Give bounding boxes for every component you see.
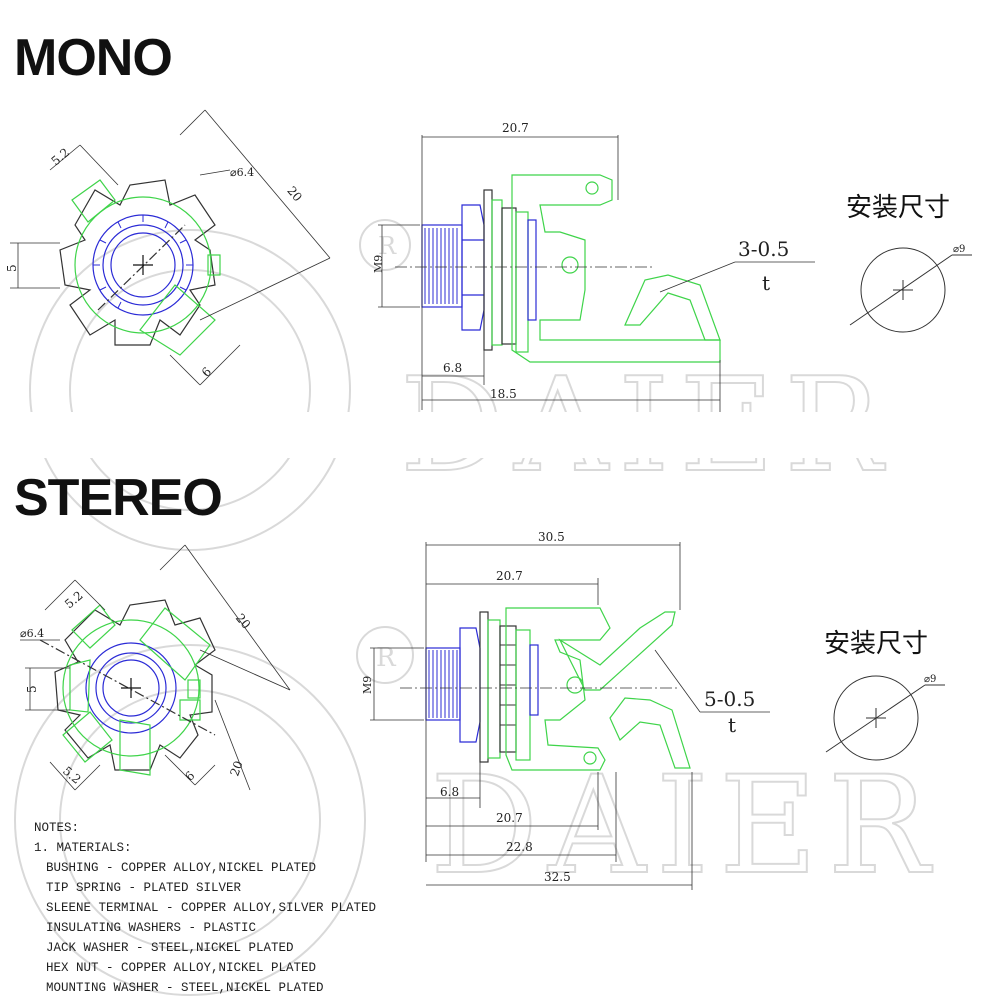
stereo-dim-22-8: 22.8 — [506, 840, 533, 854]
mono-dim-5-2: 5.2 — [49, 145, 73, 168]
stereo-dim-dia-9: ⌀9 — [924, 674, 936, 685]
mono-dim-5: 5 — [5, 264, 19, 272]
stereo-dim-20-7-bottom: 20.7 — [496, 811, 523, 825]
notes-item: BUSHING - COPPER ALLOY,NICKEL PLATED — [46, 861, 317, 875]
stereo-dim-32-5: 32.5 — [544, 870, 571, 884]
notes-title: NOTES: — [34, 821, 80, 835]
mono-dim-dia-6-4: ⌀6.4 — [230, 166, 254, 179]
notes-item: JACK WASHER - STEEL,NICKEL PLATED — [46, 941, 294, 955]
notes-item: MOUNTING WASHER - STEEL,NICKEL PLATED — [46, 981, 324, 995]
notes-item: INSULATING WASHERS - PLASTIC — [46, 921, 257, 935]
stereo-dim-6: 6 — [182, 768, 197, 783]
stereo-dim-20-lower: 20 — [227, 759, 245, 778]
stereo-dim-20-7-top: 20.7 — [496, 569, 523, 583]
mono-dim-m9: M9 — [372, 255, 385, 273]
mono-install-label: 安装尺寸 — [846, 193, 950, 223]
stereo-install-label: 安装尺寸 — [824, 629, 928, 659]
stereo-dim-thickness: 5-0.5 — [704, 687, 755, 711]
stereo-dim-6-8: 6.8 — [440, 785, 459, 799]
mono-dim-6-8: 6.8 — [443, 361, 462, 375]
mono-dim-t: t — [762, 271, 770, 295]
stereo-dim-dia-6-4: ⌀6.4 — [20, 627, 44, 640]
stereo-dim-5-2-bottom: 5.2 — [60, 764, 84, 787]
mono-front-view — [10, 109, 331, 386]
notes-item: HEX NUT - COPPER ALLOY,NICKEL PLATED — [46, 961, 317, 975]
mono-heading: MONO — [14, 29, 173, 87]
mono-side-view — [378, 135, 815, 412]
watermark-brand-bottom: DAIER — [430, 747, 939, 904]
stereo-heading: STEREO — [14, 469, 223, 527]
stereo-panel-hole — [825, 675, 945, 761]
stereo-front-view — [20, 544, 291, 791]
mono-dim-dia-9: ⌀9 — [953, 244, 965, 255]
notes-section: 1. MATERIALS: — [34, 841, 132, 855]
stereo-dim-20-upper: 20 — [233, 611, 254, 632]
watermark-r-bottom: R — [376, 643, 397, 673]
stereo-dim-30-5: 30.5 — [538, 530, 565, 544]
stereo-dim-m9: M9 — [361, 676, 374, 694]
mono-panel-hole — [849, 247, 972, 333]
stereo-dim-5-2-top: 5.2 — [62, 588, 86, 611]
mono-dim-thickness: 3-0.5 — [738, 237, 789, 261]
notes-block: NOTES: 1. MATERIALS: BUSHING - COPPER AL… — [34, 818, 454, 998]
stereo-dim-5: 5 — [25, 685, 39, 693]
stereo-side-view — [370, 542, 770, 890]
mono-dim-20-7: 20.7 — [502, 121, 529, 135]
notes-item: TIP SPRING - PLATED SILVER — [46, 881, 242, 895]
mono-dim-20: 20 — [284, 184, 305, 205]
mono-dim-18-5: 18.5 — [490, 387, 517, 401]
mono-dim-6: 6 — [199, 364, 214, 379]
section-divider — [0, 412, 1000, 458]
notes-item: SLEENE TERMINAL - COPPER ALLOY,SILVER PL… — [46, 901, 377, 915]
stereo-dim-t: t — [728, 713, 736, 737]
watermark-r-top: R — [378, 232, 397, 260]
